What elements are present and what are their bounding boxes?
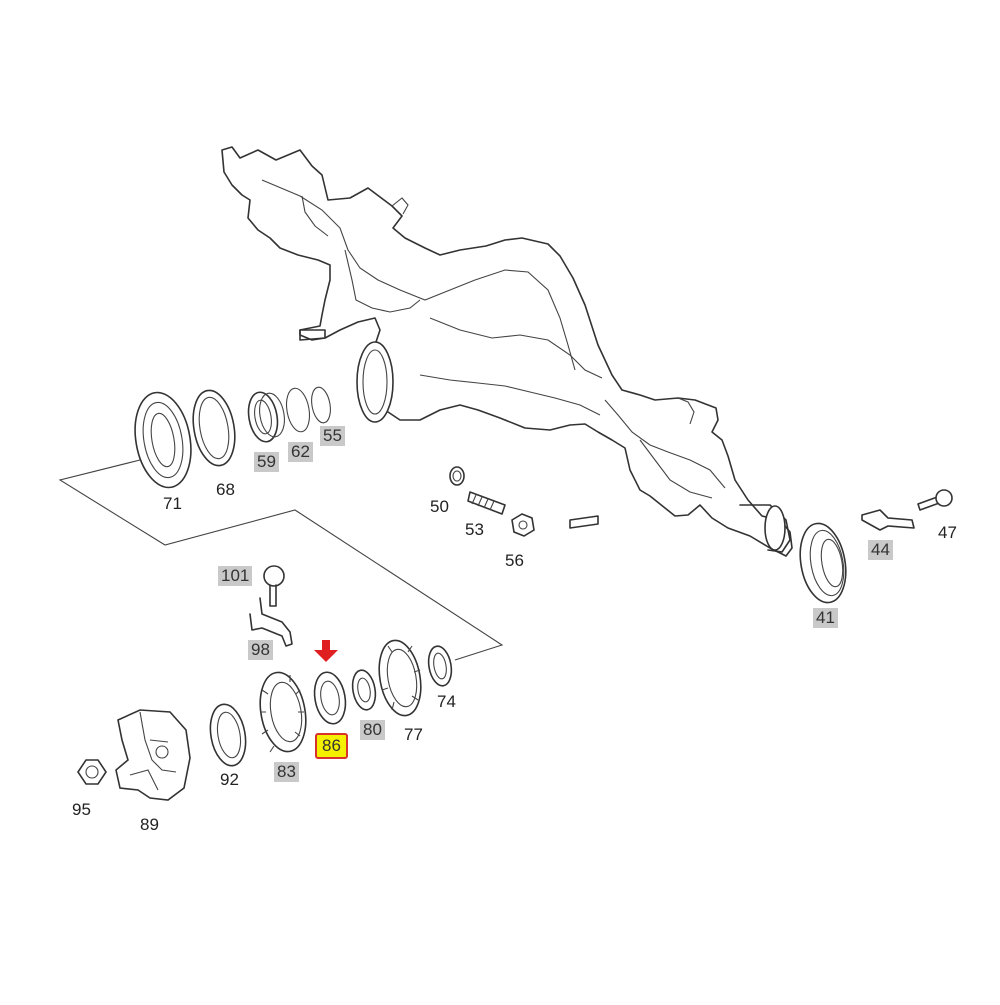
part-label-77[interactable]: 77 (404, 725, 423, 744)
part-label-98[interactable]: 98 (248, 640, 273, 660)
center-small-parts (449, 466, 535, 537)
right-side-parts (799, 489, 953, 604)
part-label-47[interactable]: 47 (938, 523, 957, 542)
part-label-80[interactable]: 80 (360, 720, 385, 740)
part-label-86-highlighted[interactable]: 86 (315, 733, 348, 759)
part-label-62[interactable]: 62 (288, 442, 313, 462)
leader-lines (58, 459, 504, 661)
part-label-83[interactable]: 83 (274, 762, 299, 782)
axle-housing (221, 146, 793, 557)
part-label-55[interactable]: 55 (320, 426, 345, 446)
lower-pinion-group (77, 565, 453, 801)
part-label-71[interactable]: 71 (163, 494, 182, 513)
part-label-95[interactable]: 95 (72, 800, 91, 819)
indicator-arrow (314, 640, 338, 662)
part-label-41[interactable]: 41 (813, 608, 838, 628)
part-label-92[interactable]: 92 (220, 770, 239, 789)
part-label-68[interactable]: 68 (216, 480, 235, 499)
part-label-89[interactable]: 89 (140, 815, 159, 834)
part-label-50[interactable]: 50 (430, 497, 449, 516)
part-label-74[interactable]: 74 (437, 692, 456, 711)
part-label-59[interactable]: 59 (254, 452, 279, 472)
part-label-53[interactable]: 53 (465, 520, 484, 539)
upper-bearing-group (134, 386, 331, 489)
part-label-44[interactable]: 44 (868, 540, 893, 560)
part-label-56[interactable]: 56 (505, 551, 524, 570)
part-label-101[interactable]: 101 (218, 566, 253, 586)
